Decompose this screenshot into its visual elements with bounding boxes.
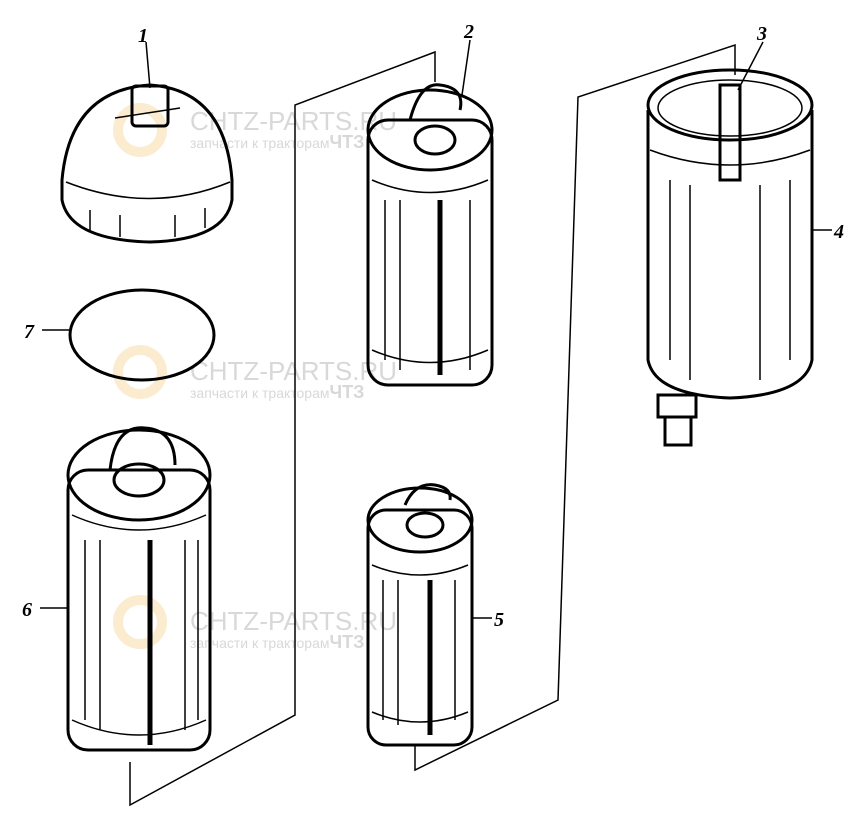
svg-text:запчасти к тракторамЧТЗ: запчасти к тракторамЧТЗ [190, 132, 364, 152]
label-5: 5 [494, 609, 504, 631]
label-6: 6 [22, 599, 32, 621]
svg-text:запчасти к тракторамЧТЗ: запчасти к тракторамЧТЗ [190, 382, 364, 402]
svg-text:CHTZ-PARTS.RU: CHTZ-PARTS.RU [190, 606, 397, 636]
part-cap [60, 83, 234, 244]
part-housing [646, 68, 814, 447]
assembly-line-right [414, 43, 736, 772]
watermark: CHTZ-PARTS.RU запчасти к тракторамЧТЗ [113, 345, 397, 402]
svg-text:CHTZ-PARTS.RU: CHTZ-PARTS.RU [190, 356, 397, 386]
watermark: CHTZ-PARTS.RU запчасти к тракторамЧТЗ [113, 103, 397, 157]
part-filter-element-large [66, 426, 212, 752]
part-filter-element-upper [366, 83, 494, 387]
part-filter-element-small [366, 483, 474, 747]
label-2: 2 [463, 21, 474, 43]
watermark: CHTZ-PARTS.RU запчасти к тракторамЧТЗ [113, 595, 397, 652]
svg-text:запчасти к тракторамЧТЗ: запчасти к тракторамЧТЗ [190, 632, 364, 652]
assembly-line-left [129, 50, 436, 807]
part-sealing-ring [68, 288, 216, 382]
callouts: 1 2 3 4 5 6 7 [22, 21, 844, 631]
label-7: 7 [24, 321, 35, 343]
label-3: 3 [756, 23, 767, 45]
label-4: 4 [833, 221, 844, 243]
label-1: 1 [138, 25, 148, 47]
watermark-site: CHTZ-PARTS.RU [190, 106, 397, 136]
